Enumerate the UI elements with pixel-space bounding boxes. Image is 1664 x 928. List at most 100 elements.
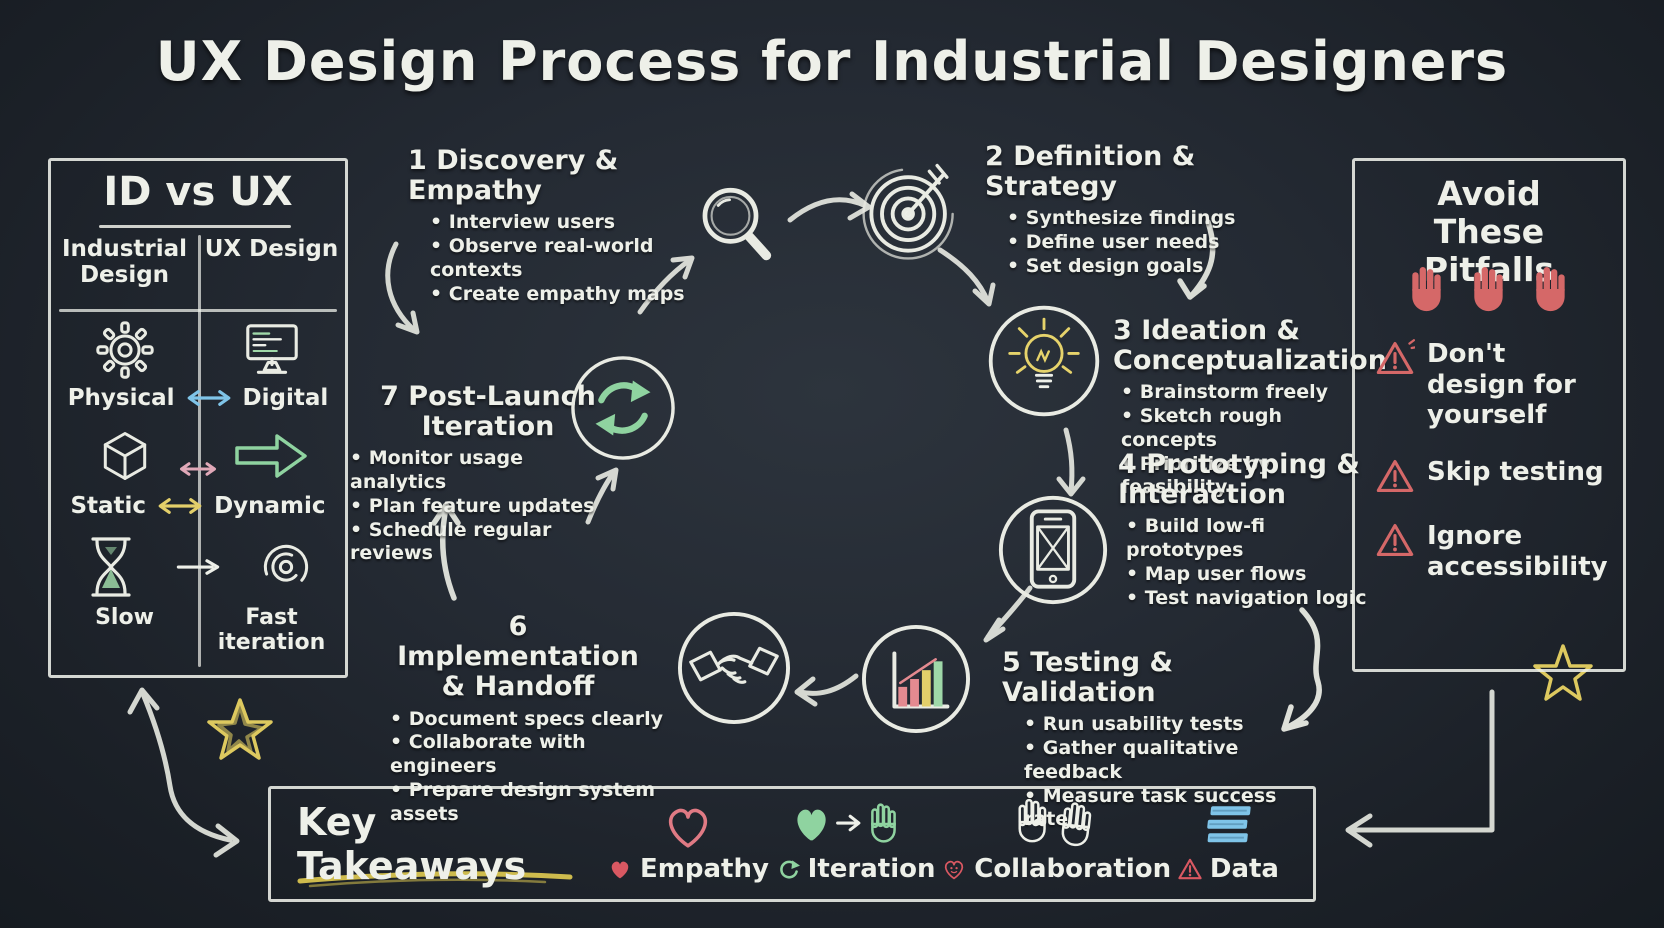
takeaway-collaboration: Collaboration (941, 796, 1171, 884)
step-title: 5 Testing & Validation (1002, 647, 1174, 709)
heart-face-icon (941, 857, 967, 881)
white-arrow-icon (170, 533, 226, 601)
handshake-icon (677, 611, 791, 725)
step-bullets: Document specs clearly Collaborate with … (368, 708, 668, 827)
stop-hand-icon (1468, 263, 1510, 313)
yellow-both-arrow-icon (154, 497, 206, 515)
takeaway-empathy: Empathy (607, 796, 769, 884)
step-bullets: Synthesize findings Define user needs Se… (985, 207, 1305, 278)
label-static: Static (70, 493, 147, 519)
pitfall-item: Ignore accessibility (1375, 521, 1611, 582)
label-slow: Slow (95, 605, 154, 630)
monitor-icon (198, 319, 345, 381)
heart-arrow-hand-icon (791, 796, 919, 852)
label-physical: Physical (67, 385, 175, 411)
refresh-arrow-icon (775, 857, 801, 881)
pitfall-text: Ignore accessibility (1427, 521, 1608, 582)
stop-hand-icon (1530, 263, 1572, 313)
takeaway-iteration: Iteration (775, 796, 936, 884)
step-6-implementation: 6 Implementation & Handoff Document spec… (368, 611, 668, 827)
comparison-row-labels: Slow Fast iteration (51, 605, 345, 655)
bullet-item: Define user needs (1007, 231, 1305, 255)
step-title: 3 Ideation & Conceptualization (1113, 315, 1387, 377)
bullet-item: Observe real-world contexts (430, 235, 728, 283)
bullet-item: Monitor usage analytics (350, 447, 622, 495)
refresh-icon (570, 355, 676, 461)
bar-chart-icon (861, 624, 971, 734)
key-takeaways-items: Empathy (597, 796, 1313, 892)
step-7-post-launch: 7 Post-Launch Iteration Monitor usage an… (342, 381, 622, 566)
step-2-definition: 2 Definition & Strategy Synthesize findi… (985, 141, 1305, 279)
comparison-row-icons (51, 423, 345, 489)
key-takeaways-title: Key Takeaways (297, 800, 527, 888)
step-title: 1 Discovery & Empathy (408, 145, 619, 207)
comparison-title: ID vs UX (103, 169, 293, 215)
bullet-item: Brainstorm freely (1121, 381, 1365, 405)
takeaway-label: Collaboration (974, 854, 1172, 884)
bullet-item: Create empathy maps (430, 283, 728, 307)
bullet-item: Collaborate with engineers (390, 731, 668, 779)
step-1-discovery: 1 Discovery & Empathy Interview users Ob… (408, 145, 728, 306)
step-bullets: Run usability tests Gather qualitative f… (1002, 713, 1312, 832)
bullet-item: Synthesize findings (1007, 207, 1305, 231)
title-underline (99, 225, 291, 228)
step-5-testing: 5 Testing & Validation Run usability tes… (1002, 647, 1312, 832)
bullet-item: Sketch rough concepts (1121, 405, 1365, 453)
magnifier-icon (687, 178, 791, 282)
iteration-rings-icon (226, 533, 345, 601)
gear-icon (51, 319, 198, 381)
takeaway-data: Data (1177, 796, 1279, 884)
step-title: 2 Definition & Strategy (985, 141, 1196, 203)
bullet-item: Gather qualitative feedback (1024, 737, 1312, 785)
stop-hand-icon (1406, 263, 1448, 313)
column-divider (198, 235, 201, 667)
step-bullets: Monitor usage analytics Plan feature upd… (342, 447, 622, 566)
step-3-ideation: 3 Ideation & Conceptualization Brainstor… (1113, 315, 1387, 500)
step-4-prototyping: 4 Prototyping & Interaction Build low-fi… (1118, 449, 1368, 610)
bullet-item: Test navigation logic (1126, 587, 1368, 611)
bullet-item: Prepare design system assets (390, 779, 668, 827)
comparison-header: Industrial Design UX Design (51, 236, 345, 289)
key-takeaways-title-block: Key Takeaways (271, 800, 597, 888)
step-title: 6 Implementation & Handoff (397, 611, 639, 703)
bullet-item: Run usability tests (1024, 713, 1312, 737)
label-digital: Digital (242, 385, 329, 411)
warning-triangle-icon (1375, 339, 1415, 377)
pitfalls-hands (1355, 263, 1623, 313)
bullet-item: Build low-fi prototypes (1126, 515, 1368, 563)
star-icon (207, 644, 1593, 760)
step-bullets: Interview users Observe real-world conte… (408, 211, 728, 306)
step-bullets: Build low-fi prototypes Map user flows T… (1118, 515, 1368, 610)
comparison-row-labels: Static Dynamic (51, 493, 345, 519)
step-bullets: Brainstorm freely Sketch rough concepts … (1113, 381, 1365, 500)
pink-both-arrow-icon (177, 461, 219, 477)
double-arrow-icon (198, 423, 345, 489)
key-takeaways-bar: Key Takeaways Empathy (268, 786, 1316, 902)
label-dynamic: Dynamic (214, 493, 326, 519)
warning-triangle-icon (1375, 457, 1415, 495)
pitfall-text: Don't design for yourself (1427, 339, 1576, 431)
page-title: UX Design Process for Industrial Designe… (155, 30, 1509, 93)
bullet-item: Document specs clearly (390, 708, 668, 732)
pitfall-item: Don't design for yourself (1375, 339, 1611, 431)
step-title: 7 Post-Launch Iteration (380, 381, 596, 443)
heart-icon (607, 857, 633, 881)
comparison-row-icons (51, 319, 345, 381)
pitfalls-title: Avoid These Pitfalls (1423, 174, 1555, 289)
column-industrial-design: Industrial Design (61, 236, 188, 288)
phone-icon (997, 494, 1109, 606)
takeaway-label: Iteration (807, 854, 936, 884)
list-bars-icon (1201, 796, 1255, 852)
comparison-row-icons (51, 533, 345, 601)
hourglass-icon (51, 533, 170, 601)
takeaway-label: Empathy (640, 854, 769, 884)
bullet-item: Map user flows (1126, 563, 1368, 587)
pitfall-item: Skip testing (1375, 457, 1611, 495)
pitfalls-list: Don't design for yourself Skip testing I… (1375, 339, 1611, 608)
pitfall-text: Skip testing (1427, 457, 1604, 488)
warning-triangle-icon (1177, 857, 1203, 881)
blue-both-arrow-icon (183, 389, 235, 407)
warning-triangle-icon (1375, 521, 1415, 559)
cube-icon (51, 423, 198, 489)
lightbulb-icon (985, 302, 1103, 420)
